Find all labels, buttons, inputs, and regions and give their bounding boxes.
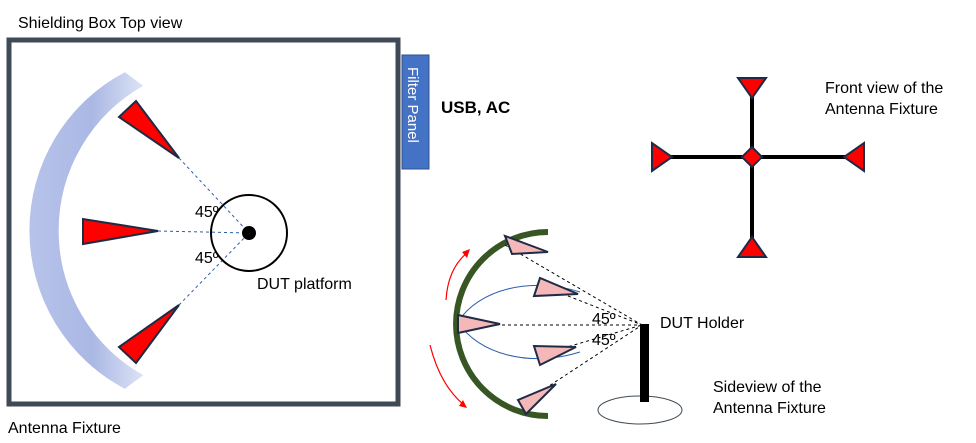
dut-holder-post (640, 324, 649, 402)
side-view-caption-line1: Sideview of the (713, 379, 822, 396)
front-view-caption-line1: Front view of the (825, 80, 943, 97)
top-angle-upper: 45º (195, 204, 219, 221)
guide-line-upper (178, 157, 250, 234)
side-antenna-3 (457, 313, 501, 335)
side-angle-lower: 45º (592, 332, 616, 349)
side-guide-1 (504, 244, 643, 326)
ports-label: USB, AC (441, 98, 510, 117)
front-antenna-center (740, 145, 764, 169)
antenna-upper (117, 99, 180, 159)
top-angle-lower: 45º (195, 250, 219, 267)
shielding-box-title: Shielding Box Top view (18, 15, 183, 32)
front-antenna-top (736, 77, 768, 100)
dut-holder-label: DUT Holder (660, 315, 745, 332)
front-antenna-bottom (736, 235, 768, 258)
rotation-arrow-lower (429, 344, 465, 406)
front-antenna-left (651, 141, 674, 173)
side-angle-upper: 45º (592, 311, 616, 328)
guide-line-lower (178, 232, 250, 306)
side-antenna-4 (532, 344, 577, 367)
antenna-fixture-arc (27, 69, 147, 392)
front-antenna-right (842, 141, 865, 173)
filter-panel (401, 54, 430, 170)
rotation-arrowhead-upper (462, 249, 470, 258)
antenna-fixture-label: Antenna Fixture (8, 420, 121, 437)
antenna-lower (117, 304, 180, 365)
side-guide-ellipse-lower (457, 321, 581, 360)
side-antenna-5 (516, 383, 557, 416)
shielding-box (6, 37, 401, 407)
side-view-caption-line2: Antenna Fixture (713, 400, 826, 417)
side-antenna-2 (532, 276, 579, 298)
rotation-arrow-upper (445, 251, 469, 301)
antenna-middle (82, 217, 159, 246)
rotation-arrowhead-lower (459, 400, 467, 408)
side-antenna-1 (503, 234, 549, 256)
front-view-caption-line2: Antenna Fixture (825, 101, 938, 118)
dut-platform-label: DUT platform (257, 276, 352, 293)
dut-platform-center (242, 226, 256, 240)
filter-panel-label: Filter Panel (404, 67, 421, 143)
dut-platform-ring (210, 194, 288, 272)
